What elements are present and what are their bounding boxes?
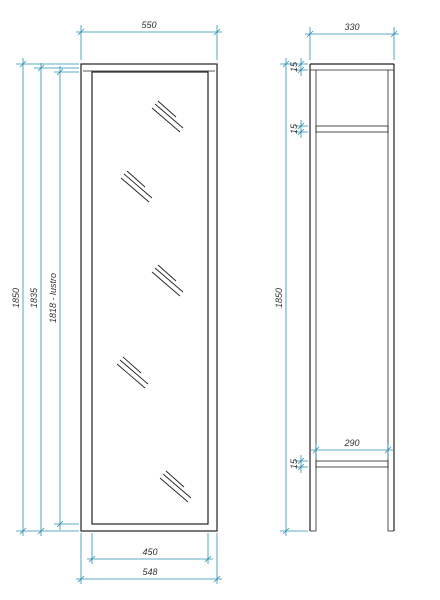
dim-side-height-total: 1850 <box>274 58 308 536</box>
mirror-reflection-marks <box>116 100 192 503</box>
dim-label-15-shelf: 15 <box>289 123 299 134</box>
dim-front-height-total: 1850 <box>11 58 79 536</box>
reflection-mark <box>151 100 184 133</box>
front-outer-frame <box>80 63 218 532</box>
reflection-mark <box>151 264 184 297</box>
dim-label-15-top: 15 <box>289 61 299 72</box>
dim-side-top-panel: 15 <box>289 58 308 76</box>
dim-label-330: 330 <box>344 22 359 32</box>
dim-label-1850-side: 1850 <box>274 288 284 308</box>
dim-side-depth-top: 330 <box>305 22 399 60</box>
side-upper-shelf <box>315 125 389 133</box>
dim-label-550: 550 <box>141 20 156 30</box>
side-lower-shelf <box>315 460 389 468</box>
dim-label-1818-lustro: 1818 - lustro <box>48 273 58 323</box>
mirror-panel <box>91 71 209 525</box>
dim-side-shelf-panel: 15 <box>289 120 308 138</box>
reflection-mark <box>116 356 149 389</box>
dim-side-bottom-panel: 15 <box>289 455 308 473</box>
reflection-mark <box>159 470 192 503</box>
dim-front-height-body: 1835 <box>29 63 79 536</box>
dim-label-450: 450 <box>142 547 157 557</box>
dim-label-1835: 1835 <box>29 287 39 308</box>
dim-front-width-mirror: 450 <box>87 533 213 564</box>
dim-front-width-body: 548 <box>76 533 222 584</box>
front-view <box>80 63 218 532</box>
dim-front-height-mirror: 1818 - lustro <box>48 66 79 530</box>
reflection-mark <box>120 170 153 203</box>
side-view <box>309 63 395 532</box>
dim-side-inner-depth: 290 <box>311 438 393 459</box>
dim-label-290: 290 <box>343 438 359 448</box>
dim-front-width-total: 550 <box>76 20 222 60</box>
dim-label-1850-front: 1850 <box>11 288 21 308</box>
dim-label-548: 548 <box>142 567 157 577</box>
dim-label-15-bottom: 15 <box>289 458 299 469</box>
